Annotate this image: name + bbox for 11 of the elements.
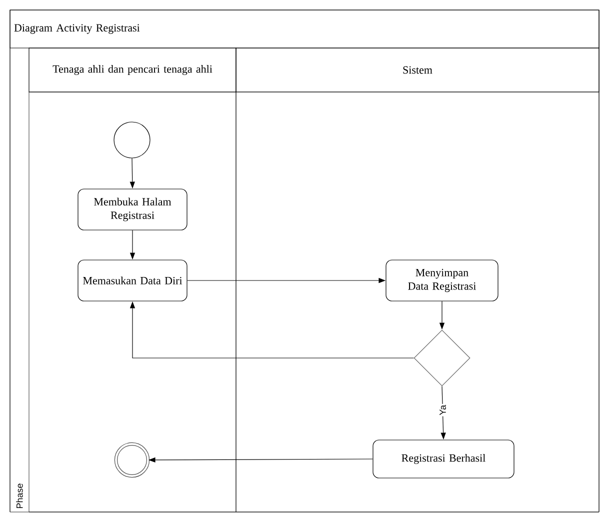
activity-box: Menyimpan Data Registrasi bbox=[386, 260, 498, 302]
end-node bbox=[114, 442, 150, 478]
activity-box: Memasukan Data Diri bbox=[78, 260, 188, 302]
edge-label: Ya bbox=[438, 404, 447, 416]
start-node bbox=[114, 122, 150, 158]
activity-box: Registrasi Berhasil bbox=[372, 440, 514, 478]
node-label: Sistem bbox=[403, 66, 432, 74]
activity-box: Membuka Halam Registrasi bbox=[78, 188, 188, 230]
node-label: Tenaga ahli dan pencari tenaga ahli bbox=[52, 65, 212, 75]
phase-label: Phase bbox=[16, 484, 23, 508]
decision-diamond bbox=[414, 330, 470, 386]
